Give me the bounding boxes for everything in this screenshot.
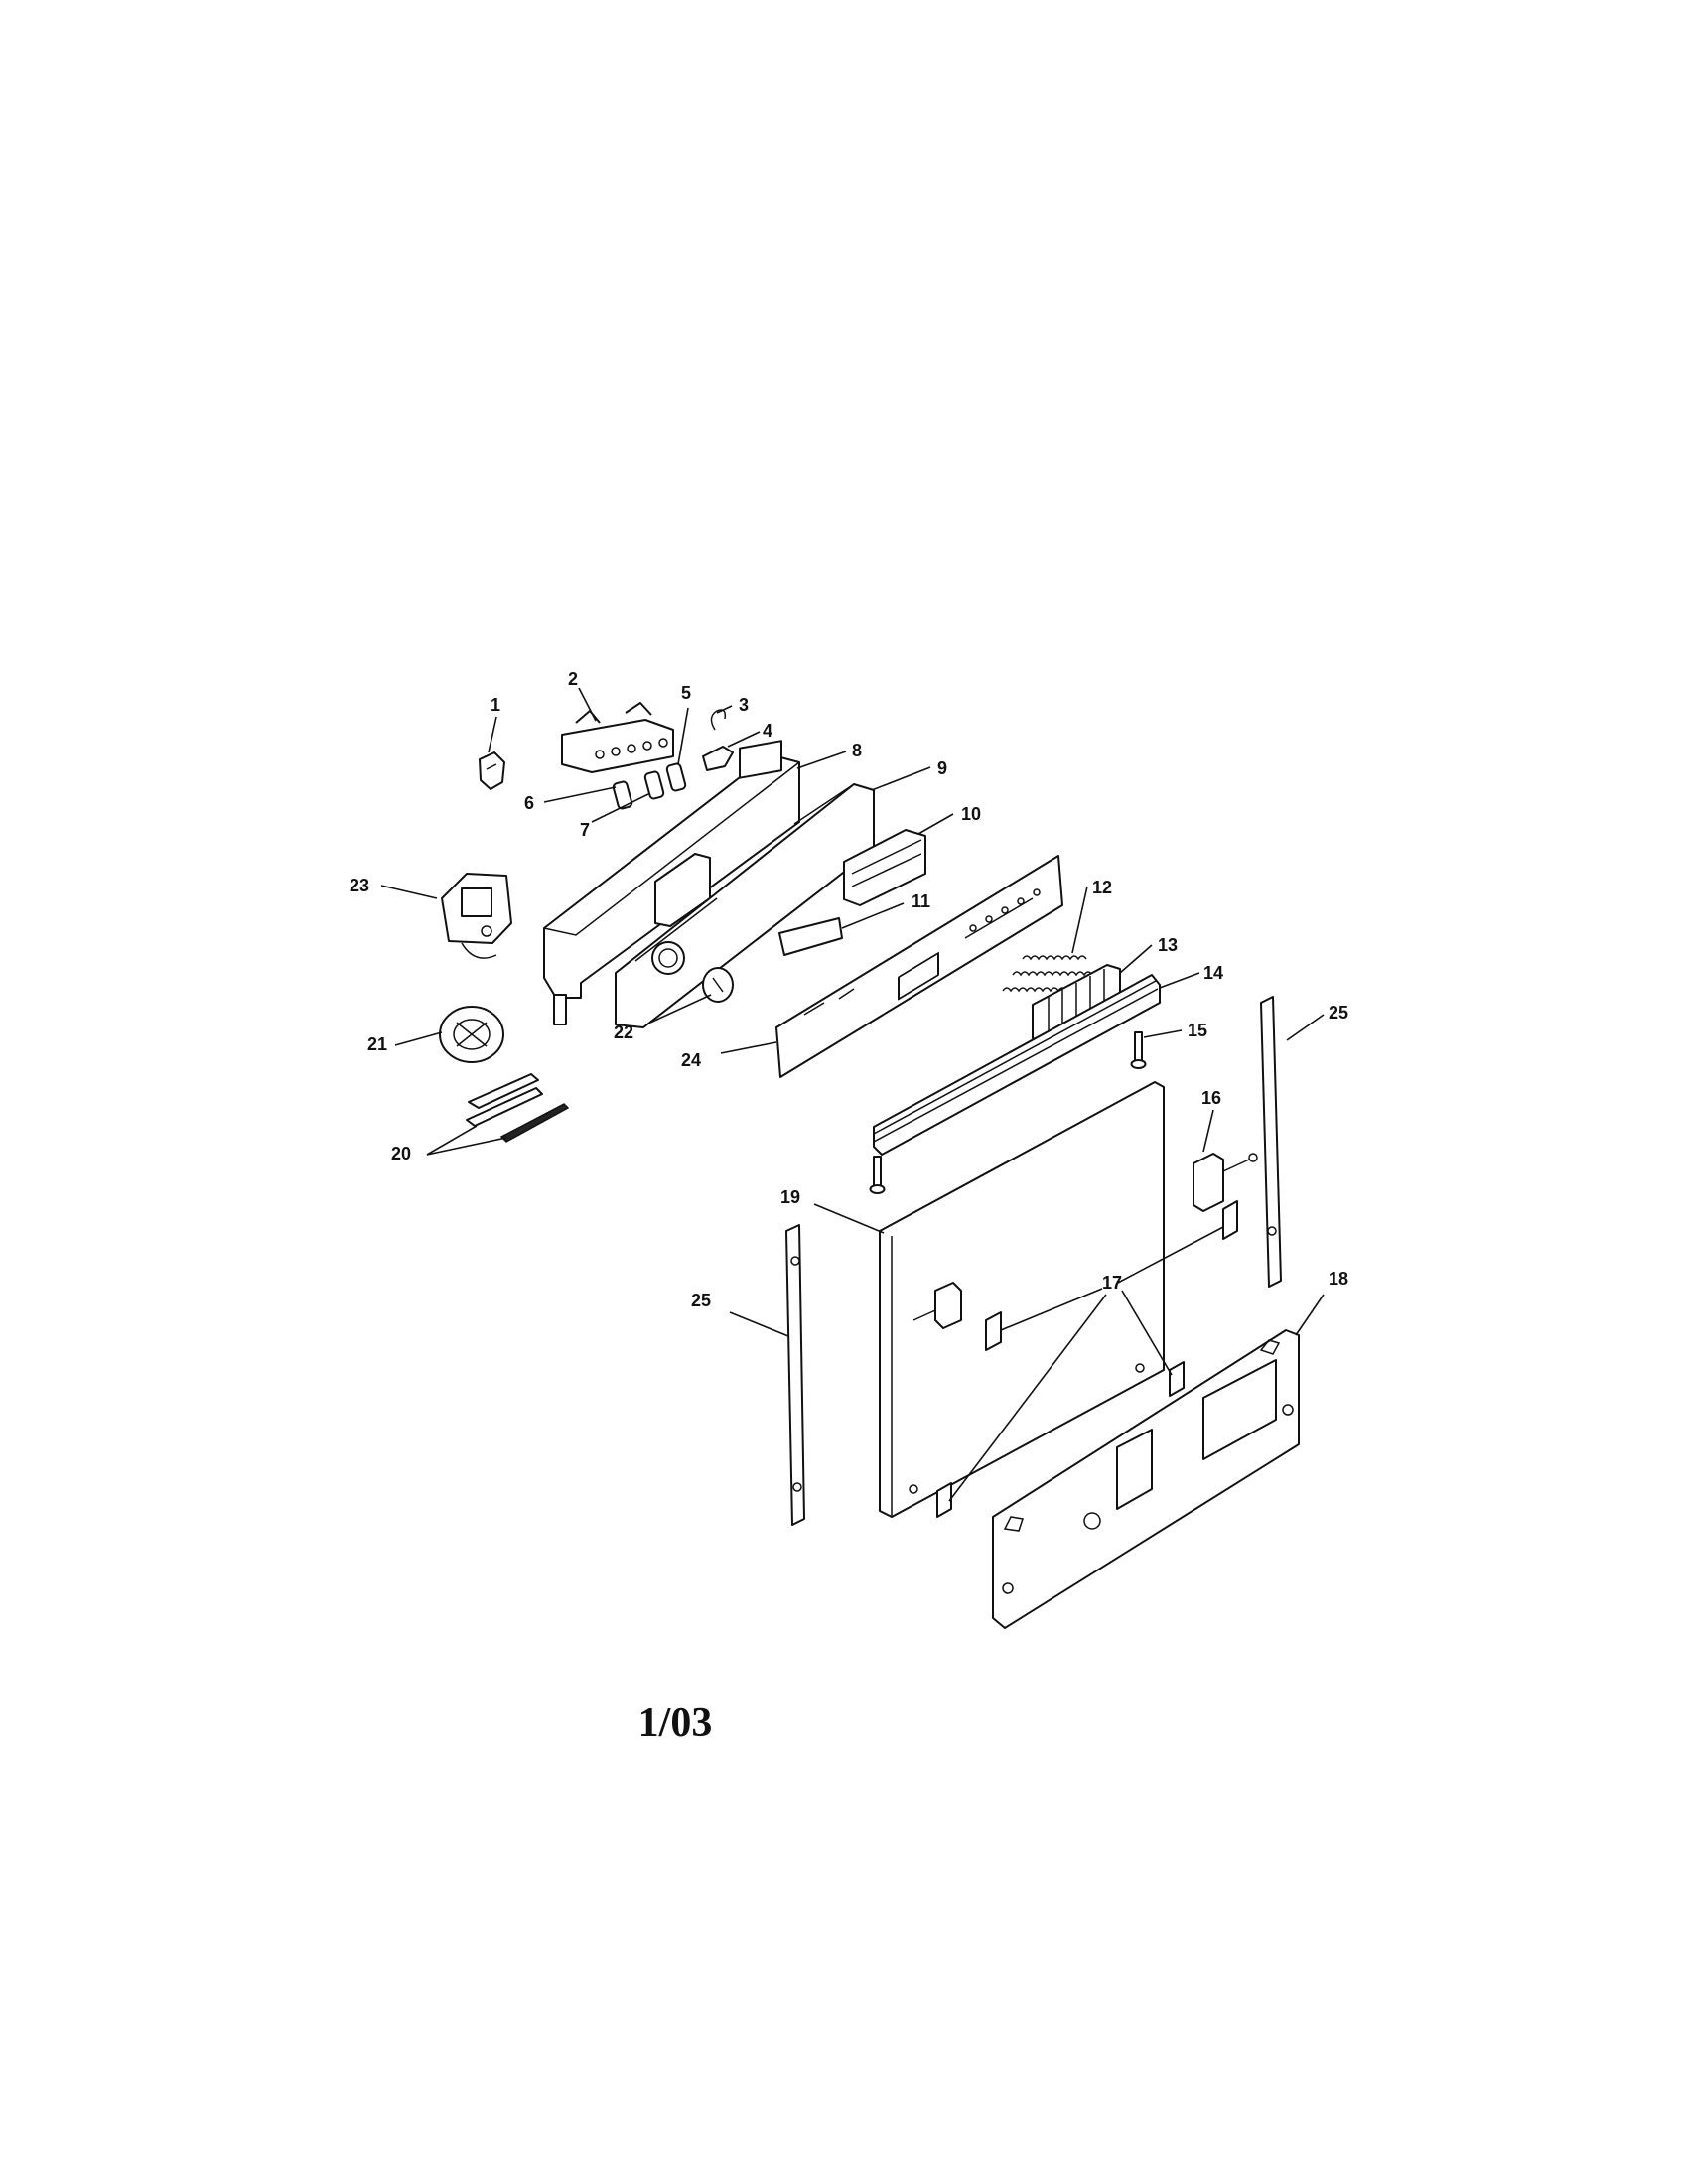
callout-18: 18 — [1329, 1269, 1348, 1289]
callout-19: 19 — [780, 1187, 800, 1207]
callout-23: 23 — [350, 876, 369, 895]
part-25-side-trim-left — [785, 1224, 805, 1526]
revision-date-code: 1/03 — [637, 1701, 713, 1746]
part-19-door-panel — [879, 1081, 1165, 1518]
callout-5: 5 — [681, 683, 691, 703]
part-16-door-latch — [1193, 1153, 1258, 1212]
part-25-side-trim-right — [1260, 996, 1282, 1288]
part-24-fascia-panel — [775, 855, 1063, 1078]
part-17-bracket-c — [1169, 1361, 1185, 1397]
callout-4: 4 — [763, 721, 772, 741]
part-6-pin — [612, 780, 633, 810]
callout-7: 7 — [580, 820, 590, 840]
part-17-bracket-a — [1222, 1200, 1238, 1240]
part-4-latch — [702, 746, 734, 771]
part-15-screw-top — [1130, 1031, 1147, 1069]
callout-25-right: 25 — [1329, 1003, 1348, 1023]
part-17-bracket-b — [985, 1311, 1002, 1351]
part-22-knob — [702, 967, 734, 1003]
part-3-wire-spring — [710, 709, 727, 731]
part-10-button-block — [843, 829, 926, 906]
callout-15: 15 — [1188, 1021, 1207, 1040]
callout-14: 14 — [1203, 963, 1223, 983]
part-21-impeller — [439, 1006, 504, 1063]
callout-22: 22 — [614, 1023, 633, 1042]
callout-3: 3 — [739, 695, 749, 715]
door-panel-latch — [912, 1282, 962, 1329]
part-2-switch-block — [561, 702, 674, 773]
callout-12: 12 — [1092, 878, 1112, 897]
part-7-pin — [643, 770, 665, 800]
part-20-rails — [466, 1073, 570, 1143]
part-11-display-bracket — [778, 917, 843, 956]
callout-9: 9 — [937, 758, 947, 778]
part-9-control-frame — [615, 740, 875, 1028]
part-5-pin — [665, 762, 687, 792]
callout-1: 1 — [491, 695, 500, 715]
part-18-lower-panel — [992, 1329, 1300, 1629]
callout-16: 16 — [1201, 1088, 1221, 1108]
part-1-clip — [479, 751, 505, 790]
part-23-actuator — [441, 873, 512, 959]
part-15-screw-left — [869, 1156, 886, 1194]
callout-20: 20 — [391, 1144, 411, 1163]
leader-lines — [380, 687, 1325, 1502]
callout-13: 13 — [1158, 935, 1178, 955]
callout-10: 10 — [961, 804, 981, 824]
callout-8: 8 — [852, 741, 862, 760]
callout-17: 17 — [1102, 1273, 1122, 1293]
part-17-bracket-d — [936, 1482, 952, 1518]
callout-21: 21 — [367, 1034, 387, 1054]
part-14-handle-bar — [873, 974, 1161, 1156]
callout-25-left: 25 — [691, 1291, 711, 1310]
callout-11: 11 — [912, 891, 930, 911]
callout-2: 2 — [568, 669, 578, 689]
callout-labels: 1 2 3 4 5 6 7 8 9 10 11 12 13 14 15 16 1… — [350, 669, 1348, 1310]
callout-6: 6 — [524, 793, 534, 813]
callout-24: 24 — [681, 1050, 701, 1070]
